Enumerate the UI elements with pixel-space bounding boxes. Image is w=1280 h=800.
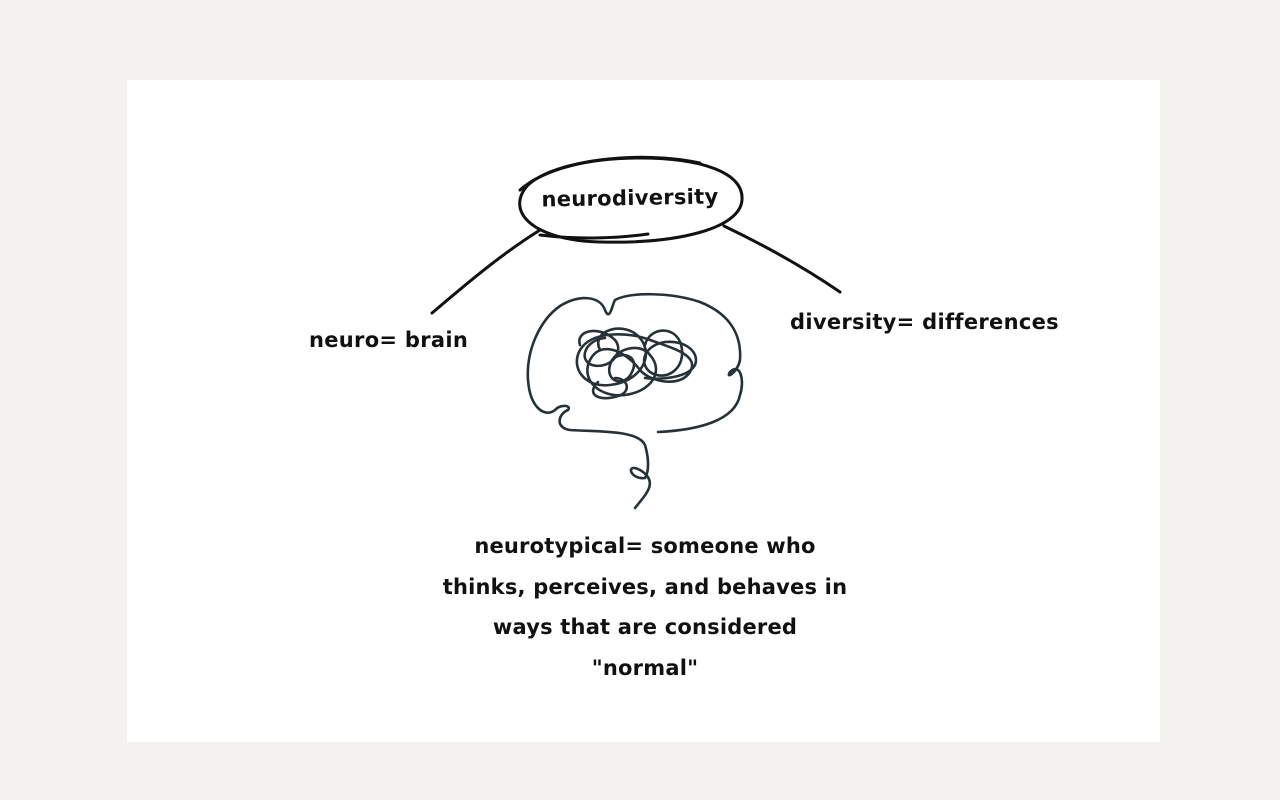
whiteboard-canvas [127,80,1160,742]
tangled-brain-scribble [526,292,744,510]
left-definition-label: neuro= brain [309,328,469,352]
center-concept-label: neurodiversity [541,184,719,212]
definition-line: neurotypical= someone who [474,534,816,558]
left-connector-line [430,228,542,315]
definition-line: "normal" [591,655,699,680]
neurotypical-definition: neurotypical= someone who thinks, percei… [430,526,860,688]
definition-line: ways that are considered [492,615,798,639]
right-definition-label: diversity= differences [790,310,1059,334]
right-connector-line [722,224,842,294]
definition-line: thinks, perceives, and behaves in [442,574,848,599]
center-oval [518,155,744,244]
